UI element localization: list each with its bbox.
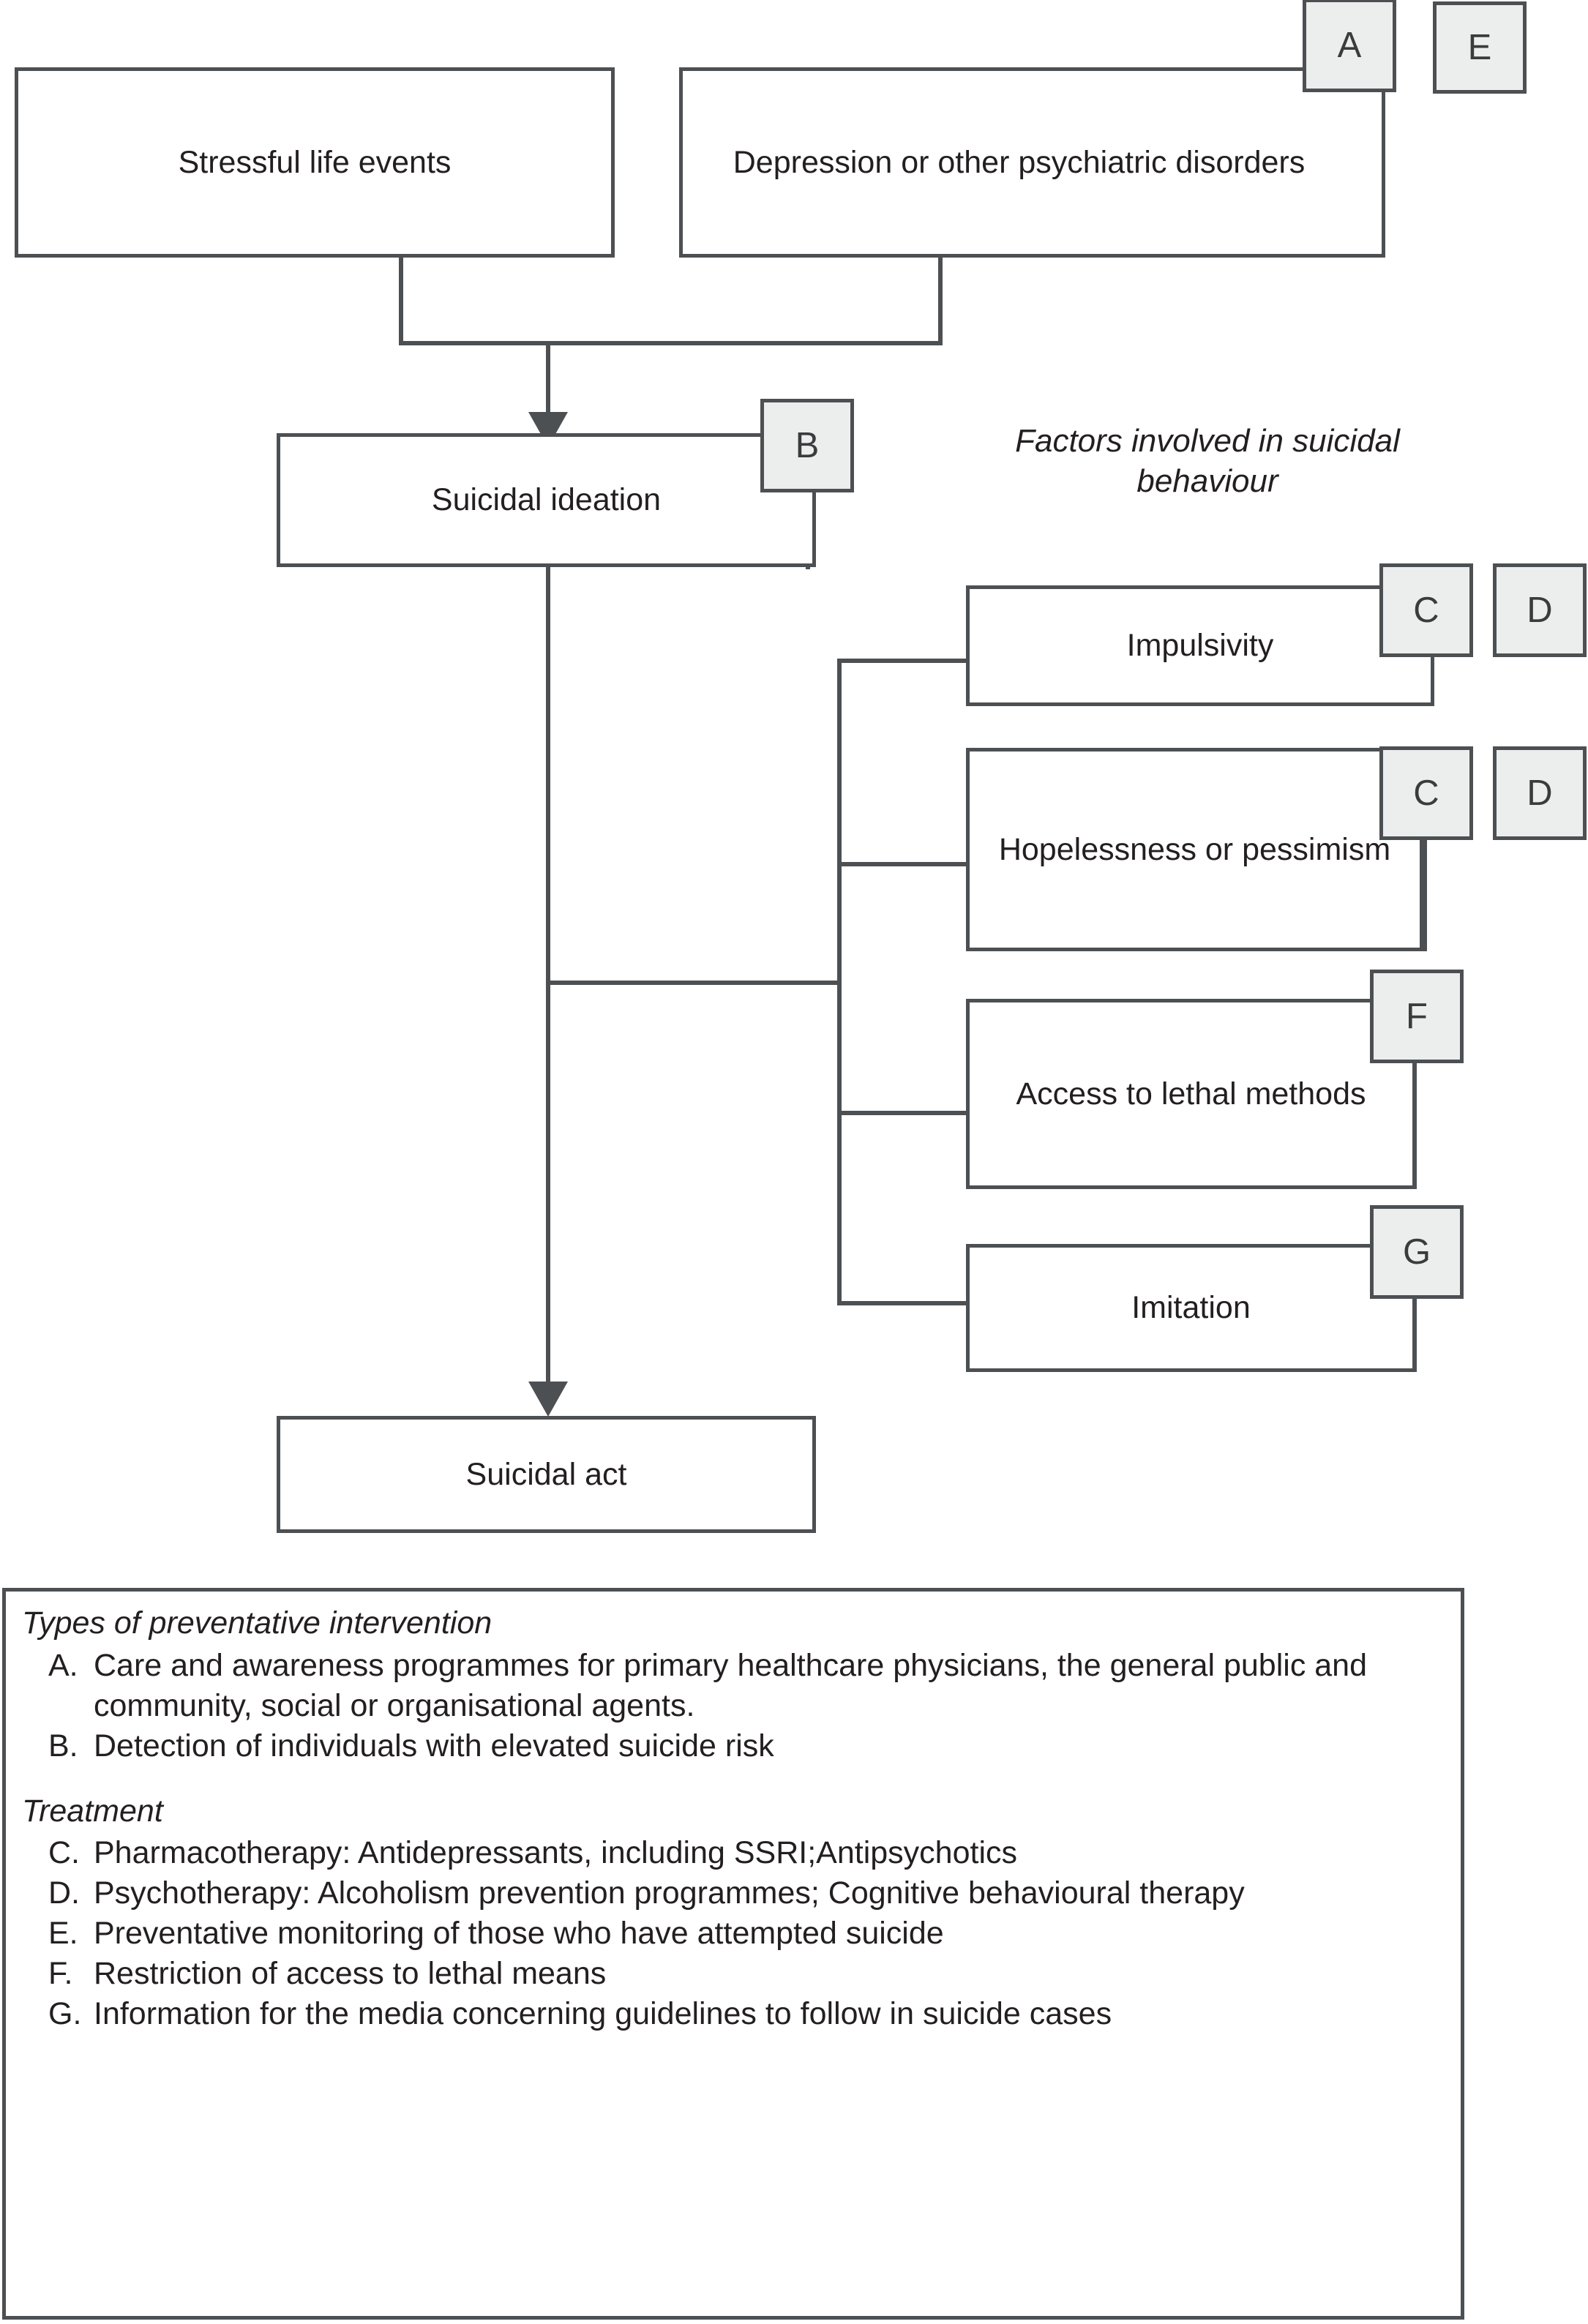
connector-branch-feeder — [546, 981, 842, 985]
badge-d-impulsivity[interactable]: D — [1493, 563, 1587, 657]
legend-item-text: Information for the media concerning gui… — [94, 1996, 1112, 2032]
connector-stub-access — [837, 1111, 969, 1115]
legend-item-key: G. — [48, 1996, 82, 2032]
legend-item: E. Preventative monitoring of those who … — [48, 1913, 1445, 1954]
legend-item-key: B. — [48, 1728, 78, 1763]
legend-prevention-list: A. Care and awareness programmes for pri… — [22, 1646, 1445, 1766]
badge-e-standalone[interactable]: E — [1433, 1, 1527, 94]
badge-g-label: G — [1402, 1232, 1431, 1272]
legend-item: F. Restriction of access to lethal means — [48, 1954, 1445, 1994]
connector-main-trunk — [546, 567, 550, 1383]
connector-badge-tail-hopelessness — [1423, 840, 1427, 951]
badge-e-label: E — [1467, 27, 1492, 67]
connector-stub-hopelessness — [837, 862, 969, 866]
node-impulsivity[interactable]: Impulsivity — [966, 585, 1434, 706]
badge-a-depression[interactable]: A — [1303, 0, 1396, 92]
node-hopelessness-label: Hopelessness or pessimism — [998, 831, 1391, 867]
node-suicidal-act[interactable]: Suicidal act — [277, 1416, 816, 1533]
badge-d-impulsivity-label: D — [1527, 590, 1553, 630]
legend-heading-prevention: Types of preventative intervention — [22, 1605, 492, 1641]
legend-item-key: C. — [48, 1835, 80, 1871]
node-stressful-life-events-label: Stressful life events — [178, 144, 452, 180]
badge-g-imitation[interactable]: G — [1370, 1205, 1464, 1299]
connector-factors-trunk — [837, 659, 842, 1305]
badge-d-hopelessness-label: D — [1527, 773, 1553, 813]
badge-c-impulsivity[interactable]: C — [1379, 563, 1473, 657]
legend-panel: Types of preventative intervention A. Ca… — [2, 1588, 1464, 2320]
badge-c-impulsivity-label: C — [1413, 590, 1439, 630]
factors-caption-label: Factors involved in suicidal behaviour — [1015, 423, 1400, 499]
badge-c-hopelessness-label: C — [1413, 773, 1439, 813]
legend-item: A. Care and awareness programmes for pri… — [48, 1646, 1445, 1726]
legend-item-text: Pharmacotherapy: Antidepressants, includ… — [94, 1835, 1017, 1871]
legend-item: D. Psychotherapy: Alcoholism prevention … — [48, 1873, 1445, 1913]
legend-item-text: Restriction of access to lethal means — [94, 1956, 607, 1992]
node-impulsivity-label: Impulsivity — [1126, 628, 1274, 664]
legend-item-key: F. — [48, 1956, 73, 1992]
connector-merge-bar — [399, 341, 943, 345]
node-suicidal-ideation[interactable]: Suicidal ideation — [277, 433, 816, 567]
legend-item-key: D. — [48, 1875, 80, 1911]
badge-c-hopelessness[interactable]: C — [1379, 746, 1473, 840]
node-suicidal-act-label: Suicidal act — [465, 1456, 627, 1492]
connector-merge-stem — [546, 341, 550, 413]
legend-item-key: E. — [48, 1916, 78, 1952]
connector-stressful-descender — [399, 258, 403, 345]
legend-item-key: A. — [48, 1647, 78, 1683]
node-imitation[interactable]: Imitation — [966, 1244, 1416, 1372]
legend-item-text: Detection of individuals with elevated s… — [94, 1728, 774, 1763]
legend-treatment-list: C. Pharmacotherapy: Antidepressants, inc… — [22, 1833, 1445, 2034]
legend-item: B. Detection of individuals with elevate… — [48, 1726, 1445, 1766]
connector-stub-imitation — [837, 1301, 969, 1305]
node-depression-label: Depression or other psychiatric disorder… — [733, 144, 1306, 180]
legend-item-text: Psychotherapy: Alcoholism prevention pro… — [94, 1875, 1245, 1911]
badge-f-access[interactable]: F — [1370, 970, 1464, 1063]
badge-b-ideation[interactable]: B — [760, 399, 854, 492]
legend-item-text: Care and awareness programmes for primar… — [94, 1647, 1368, 1723]
factors-caption: Factors involved in suicidal behaviour — [944, 421, 1471, 501]
node-access-lethal-methods-label: Access to lethal methods — [1016, 1076, 1366, 1112]
node-stressful-life-events[interactable]: Stressful life events — [15, 67, 615, 258]
legend-item-text: Preventative monitoring of those who hav… — [94, 1916, 944, 1952]
node-imitation-label: Imitation — [1131, 1290, 1251, 1326]
legend-heading-treatment: Treatment — [22, 1793, 163, 1829]
connector-stub-impulsivity — [837, 659, 969, 663]
badge-d-hopelessness[interactable]: D — [1493, 746, 1587, 840]
node-depression[interactable]: Depression or other psychiatric disorder… — [679, 67, 1385, 258]
node-suicidal-ideation-label: Suicidal ideation — [431, 482, 662, 518]
arrowhead-to-suicidal-act — [528, 1382, 568, 1417]
node-access-lethal-methods[interactable]: Access to lethal methods — [966, 999, 1416, 1189]
legend-item: G. Information for the media concerning … — [48, 1994, 1445, 2034]
node-hopelessness[interactable]: Hopelessness or pessimism — [966, 748, 1423, 951]
legend-item: C. Pharmacotherapy: Antidepressants, inc… — [48, 1833, 1445, 1873]
badge-f-label: F — [1406, 996, 1428, 1036]
badge-b-label: B — [795, 425, 820, 465]
connector-depression-descender — [938, 258, 943, 345]
badge-a-label: A — [1337, 25, 1362, 65]
